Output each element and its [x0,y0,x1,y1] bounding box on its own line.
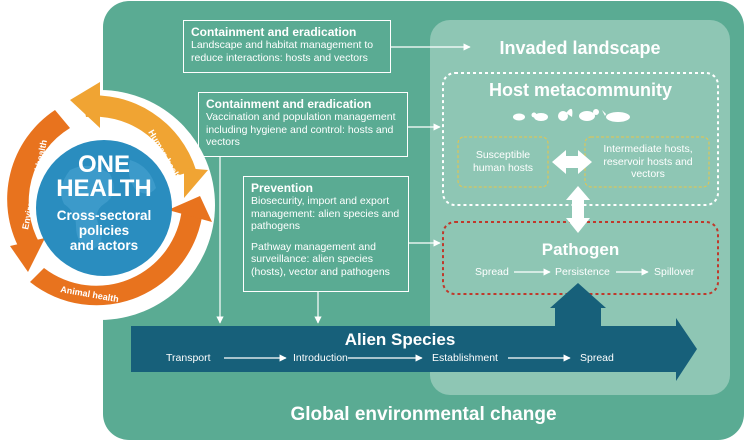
pathogen-stage-spillover: Spillover [654,266,695,278]
pathogen-stage-spread: Spread [475,266,509,278]
susceptible-hosts-box [457,136,549,188]
host-exchange-arrow [552,150,592,174]
box2-text: Vaccination and population management in… [206,111,396,148]
alien-stage-establishment: Establishment [432,352,498,364]
box3-text2: Pathway management and surveillance: ali… [251,240,390,278]
policy-box-containment-landscape: Containment and eradication Landscape an… [183,20,391,73]
global-change-title: Global environmental change [290,404,557,425]
environmental-health-segment [7,110,70,250]
one-health-title-line2: HEALTH [56,175,152,202]
host-pathogen-arrow [566,186,590,233]
pathogen-title: Pathogen [541,240,620,259]
one-health-subtitle-line3: and actors [69,238,139,253]
host-animals-icon [513,108,630,122]
intermediate-hosts-box [584,136,710,188]
alien-stage-spread: Spread [580,352,614,364]
invaded-landscape-title: Invaded landscape [499,38,661,58]
one-health-subtitle-line2: policies [78,223,130,238]
one-health-ring: Environmental health Human health Animal… [0,82,215,320]
box1-text: Landscape and habitat management to redu… [191,39,374,64]
one-health-title: ONE HEALTH [44,153,164,201]
pathogen-box [442,221,719,295]
host-metacommunity-box [442,72,719,206]
one-health-subtitle-line1: Cross-sectoral [56,208,152,223]
box3-text1: Biosecurity, import and export managemen… [251,195,400,232]
intermediate-hosts-label: Intermediate hosts, reservoir hosts and … [603,143,693,180]
box3-heading: Prevention [251,181,314,195]
alien-species-title: Alien Species [344,330,456,349]
policy-box-containment-vaccination: Containment and eradication Vaccination … [198,92,408,157]
alien-stage-introduction: Introduction [293,352,348,364]
one-health-subtitle: Cross-sectoral policies and actors [44,208,164,253]
susceptible-hosts-label: Susceptible human hosts [472,149,534,174]
policy-box-prevention: Prevention Biosecurity, import and expor… [243,176,409,292]
human-health-segment [82,95,196,176]
box2-heading: Containment and eradication [206,97,372,111]
one-health-title-line1: ONE [77,151,130,178]
alien-species-arrow [131,283,697,381]
animal-health-segment [30,208,203,306]
pathogen-stage-persistence: Persistence [555,266,610,278]
box1-heading: Containment and eradication [191,25,357,39]
host-metacommunity-title: Host metacommunity [488,80,673,100]
alien-stage-transport: Transport [166,352,211,364]
